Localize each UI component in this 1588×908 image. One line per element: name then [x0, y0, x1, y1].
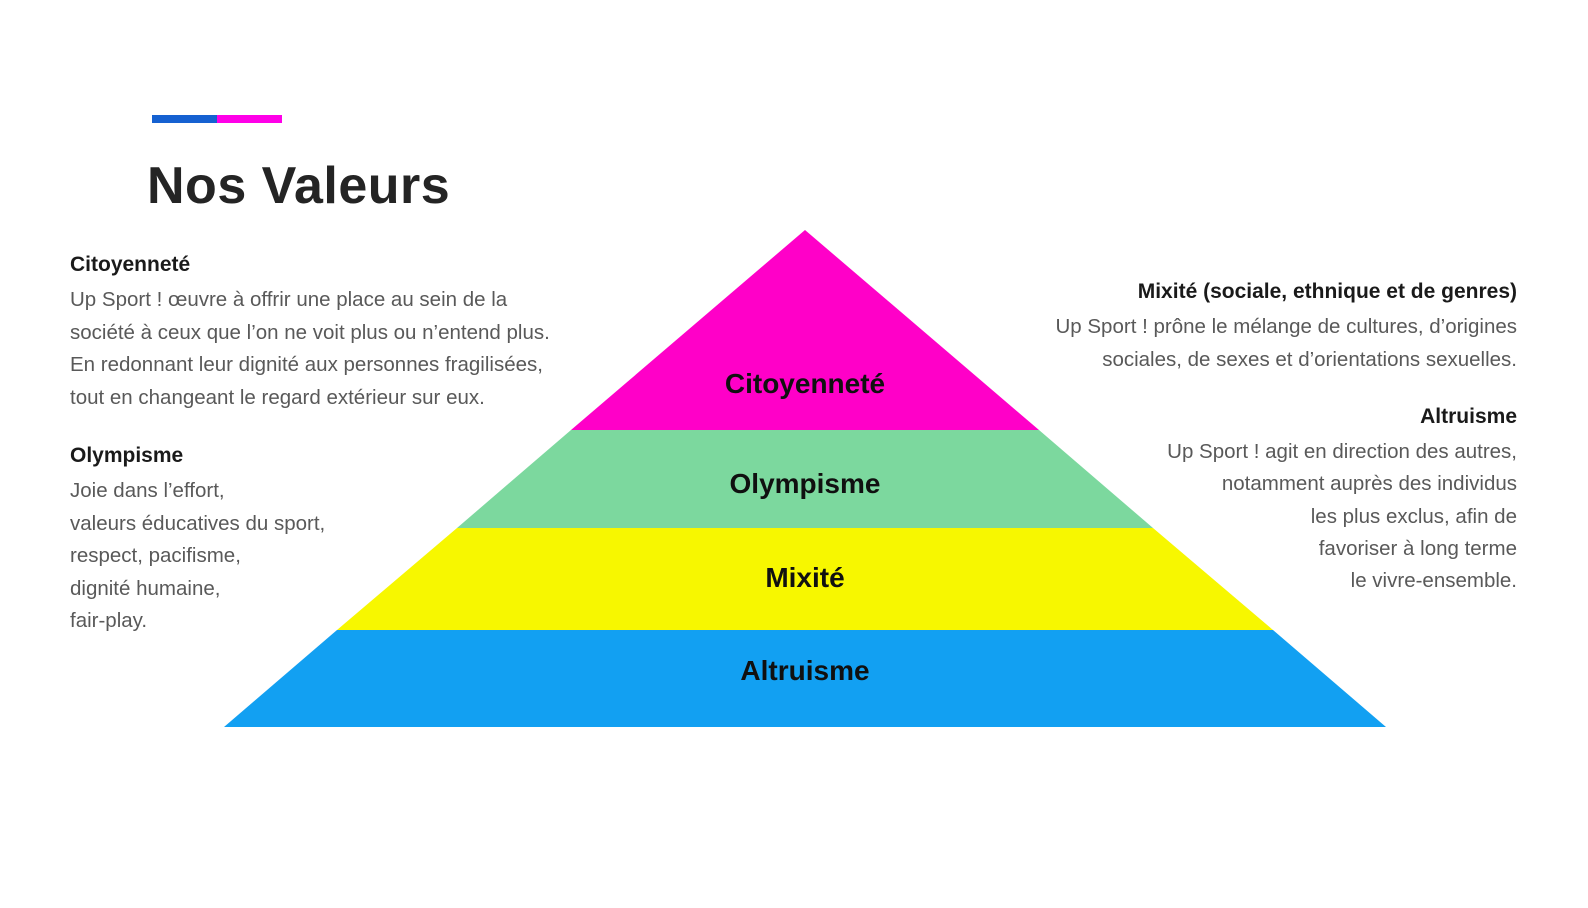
value-description-olympisme: Olympisme Joie dans l’effort, valeurs éd… — [70, 443, 650, 638]
pyramid-level-olympisme — [457, 430, 1153, 528]
value-text-line: Joie dans l’effort, — [70, 479, 225, 502]
values-pyramid-diagram: Citoyenneté Olympisme Mixité Altruisme — [224, 230, 1386, 727]
page-title: Nos Valeurs — [147, 157, 451, 215]
value-description-mixite: Mixité (sociale, ethnique et de genres) … — [957, 279, 1517, 376]
accent-bar — [152, 115, 282, 123]
value-text-line: respect, pacifisme, — [70, 544, 241, 567]
value-text-line: valeurs éducatives du sport, — [70, 511, 326, 535]
value-text-line: le vivre-ensemble. — [1350, 569, 1517, 593]
pyramid-label-olympisme: Olympisme — [730, 468, 881, 499]
value-description-citoyennete: Citoyenneté Up Sport ! œuvre à offrir un… — [70, 252, 650, 414]
pyramid-level-citoyennete — [571, 230, 1039, 430]
value-text-line: les plus exclus, afin de — [1310, 504, 1517, 528]
value-text-line: société à ceux que l’on ne voit plus ou … — [70, 320, 550, 344]
pyramid-label-altruisme: Altruisme — [740, 655, 869, 686]
value-text-line: Up Sport ! œuvre à offrir une place au s… — [70, 288, 508, 311]
accent-bar-left-segment — [152, 115, 217, 123]
value-text-line: fair-play. — [70, 609, 148, 632]
accent-bar-right-segment — [217, 115, 282, 123]
value-heading-olympisme: Olympisme — [70, 444, 184, 467]
pyramid-level-mixite — [337, 528, 1273, 630]
value-text-line: En redonnant leur dignité aux personnes … — [70, 353, 543, 376]
value-heading-citoyennete: Citoyenneté — [70, 253, 191, 276]
value-text-line: dignité humaine, — [70, 576, 221, 600]
pyramid-label-mixite: Mixité — [765, 562, 844, 593]
value-text-line: favoriser à long terme — [1318, 536, 1517, 560]
value-text-line: notamment auprès des individus — [1221, 472, 1517, 496]
pyramid-level-altruisme — [224, 630, 1386, 727]
value-description-altruisme: Altruisme Up Sport ! agit en direction d… — [957, 404, 1517, 597]
pyramid-label-citoyennete: Citoyenneté — [725, 368, 885, 399]
value-text-line: tout en changeant le regard extérieur su… — [70, 385, 485, 409]
value-text-line: Up Sport ! prône le mélange de cultures,… — [1055, 315, 1517, 338]
value-text-line: Up Sport ! agit en direction des autres, — [1167, 440, 1517, 463]
value-text-line: sociales, de sexes et d’orientations sex… — [1102, 347, 1517, 371]
value-heading-mixite: Mixité (sociale, ethnique et de genres) — [1137, 280, 1517, 303]
value-heading-altruisme: Altruisme — [1420, 405, 1517, 428]
